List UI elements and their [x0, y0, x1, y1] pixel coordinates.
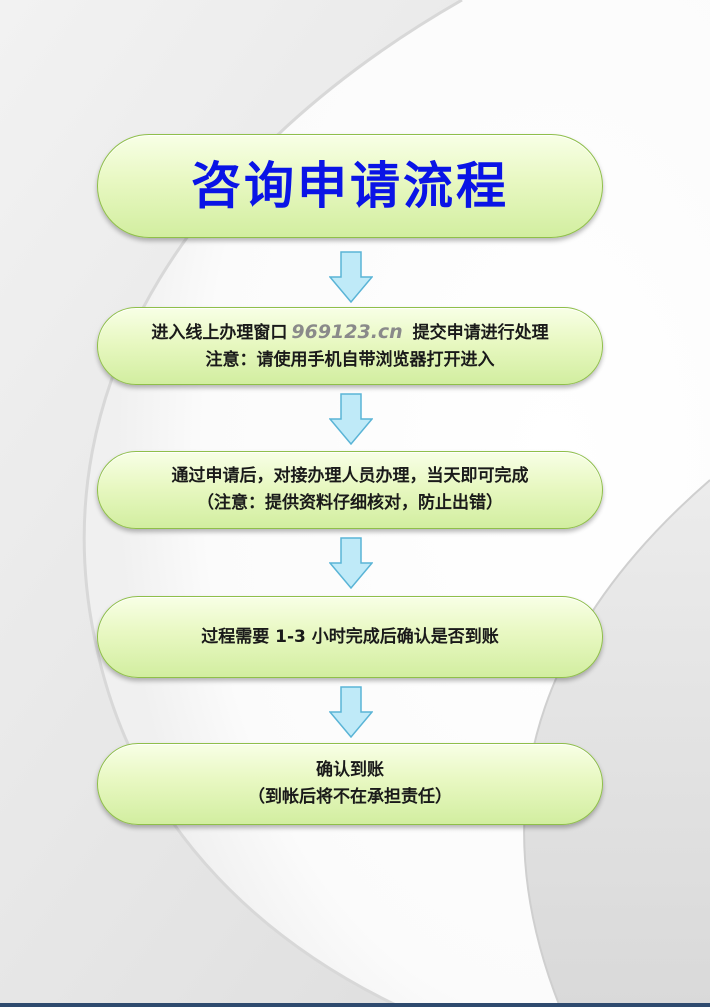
arrow-down-icon	[329, 393, 373, 445]
bottom-edge-bar	[0, 1003, 710, 1007]
step-1-text-after-url: 提交申请进行处理	[412, 322, 549, 343]
flow-step-4: 确认到账 （到帐后将不在承担责任）	[97, 743, 603, 825]
step-1-url: 969123.cn	[291, 320, 403, 343]
arrow-down-icon	[329, 686, 373, 738]
step-4-line-2: （到帐后将不在承担责任）	[248, 787, 452, 807]
step-4-line-1: 确认到账	[316, 760, 384, 780]
step-2-line-1: 通过申请后，对接办理人员办理，当天即可完成	[171, 466, 529, 486]
flow-step-2: 通过申请后，对接办理人员办理，当天即可完成 （注意：提供资料仔细核对，防止出错）	[97, 451, 603, 529]
step-2-line-2: （注意：提供资料仔细核对，防止出错）	[197, 493, 503, 513]
page-title: 咨询申请流程	[191, 157, 509, 215]
flow-step-3: 过程需要 1-3 小时完成后确认是否到账	[97, 596, 603, 678]
step-1-text-before-url: 进入线上办理窗口	[151, 322, 288, 343]
arrow-down-icon	[329, 251, 373, 303]
title-banner: 咨询申请流程	[97, 134, 603, 238]
arrow-down-icon	[329, 537, 373, 589]
step-1-line-2: 注意：请使用手机自带浏览器打开进入	[205, 349, 495, 370]
step-3-line-1: 过程需要 1-3 小时完成后确认是否到账	[201, 626, 499, 647]
